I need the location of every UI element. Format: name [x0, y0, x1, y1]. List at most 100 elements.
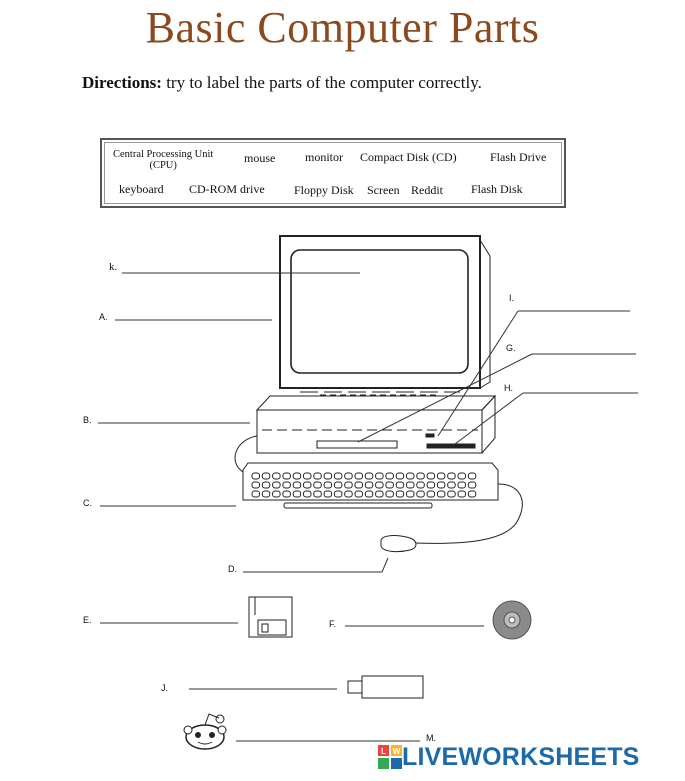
keyboard-key — [303, 490, 312, 498]
keyboard-key — [385, 472, 394, 480]
keyboard-key — [251, 481, 260, 489]
keyboard-key — [272, 472, 281, 480]
keyboard-key — [416, 490, 425, 498]
word-bank-cpu-line2: (CPU) — [149, 160, 177, 171]
logo-letter-w: W — [393, 747, 401, 756]
keyboard-key — [323, 472, 333, 480]
keyboard-key — [426, 481, 436, 489]
word-bank-screen: Screen — [367, 183, 400, 197]
keyboard-key — [375, 481, 384, 489]
keyboard-key — [282, 481, 291, 489]
keyboard-key — [292, 481, 302, 489]
word-bank-mouse: mouse — [244, 151, 276, 165]
answer-lines — [98, 272, 638, 742]
keyboard-key — [426, 490, 436, 498]
keyboard-key — [292, 472, 302, 480]
flash-drive-drawing — [347, 675, 424, 699]
label-e: E. — [83, 615, 92, 625]
keyboard-key — [385, 490, 394, 498]
label-m: M. — [426, 733, 436, 743]
keyboard-key — [344, 472, 353, 480]
keyboard-drawing — [234, 435, 499, 509]
keyboard-key — [333, 481, 343, 489]
keyboard-key — [457, 472, 466, 480]
keyboard-key — [467, 472, 477, 480]
liveworksheets-logo: L W LIVEWORKSHEETS — [378, 742, 640, 772]
logo-letter-l: L — [381, 747, 386, 756]
word-bank-cpu-line1: Central Processing Unit — [113, 149, 214, 160]
keyboard-key — [467, 481, 477, 489]
keyboard-key — [395, 481, 405, 489]
keyboard-key — [436, 472, 446, 480]
word-bank-cpu: Central Processing Unit (CPU) — [113, 149, 213, 171]
keyboard-key — [261, 472, 271, 480]
keyboard-key — [323, 481, 333, 489]
keyboard-key — [436, 481, 446, 489]
label-j: J. — [161, 683, 169, 693]
label-c: C. — [83, 498, 92, 508]
keyboard-key — [292, 490, 302, 498]
liveworksheets-brand: LIVEWORKSHEETS — [402, 742, 640, 771]
keyboard-key — [395, 472, 405, 480]
keyboard-key — [272, 481, 281, 489]
keyboard-key — [313, 490, 322, 498]
keyboard-key — [375, 490, 384, 498]
keyboard-key — [406, 490, 415, 498]
label-k: k. — [109, 261, 118, 273]
keyboard-key — [395, 490, 405, 498]
keyboard-key — [364, 472, 374, 480]
keyboard-key — [251, 472, 260, 480]
word-bank: Central Processing Unit (CPU) mouse moni… — [100, 138, 566, 208]
word-bank-cd: Compact Disk (CD) — [360, 150, 457, 164]
keyboard-key — [426, 472, 436, 480]
keyboard-key — [313, 472, 322, 480]
directions-label: Directions: — [82, 73, 162, 92]
word-bank-cdrom: CD-ROM drive — [189, 182, 265, 196]
keyboard-key — [303, 481, 312, 489]
label-h: H. — [504, 383, 513, 393]
keyboard-key — [313, 481, 322, 489]
keyboard-key — [385, 481, 394, 489]
keyboard-key — [354, 472, 363, 480]
keyboard-key — [406, 472, 415, 480]
keyboard-key — [323, 490, 333, 498]
keyboard-key — [261, 481, 271, 489]
cpu-drawing — [255, 394, 497, 454]
label-f: F. — [329, 619, 337, 629]
page-title: Basic Computer Parts — [145, 3, 540, 52]
label-a: A. — [99, 312, 108, 322]
word-bank-monitor: monitor — [305, 150, 343, 164]
floppy-disk-drawing — [248, 596, 293, 638]
keyboard-key — [447, 490, 456, 498]
keyboard-key — [282, 490, 291, 498]
keyboard-key — [467, 490, 477, 498]
reddit-logo — [183, 713, 227, 750]
cd-drawing — [492, 600, 532, 640]
word-bank-keyboard: keyboard — [119, 182, 164, 196]
keyboard-key — [333, 490, 343, 498]
mouse-drawing — [380, 483, 523, 553]
label-d: D. — [228, 564, 237, 574]
label-g: G. — [506, 343, 516, 353]
keyboard-key — [447, 481, 456, 489]
directions-text: try to label the parts of the computer c… — [161, 73, 482, 92]
keyboard-key — [406, 481, 415, 489]
label-b: B. — [83, 415, 92, 425]
keyboard-key — [272, 490, 281, 498]
label-i: I. — [509, 293, 515, 303]
directions: Directions: try to label the parts of th… — [82, 73, 482, 93]
word-bank-flash-drive: Flash Drive — [490, 150, 547, 164]
keyboard-key — [354, 481, 363, 489]
keyboard-key — [364, 481, 374, 489]
keyboard-key — [303, 472, 312, 480]
liveworksheets-icon: L W — [378, 745, 402, 769]
keyboard-key — [282, 472, 291, 480]
keyboard-key — [436, 490, 446, 498]
keyboard-key — [364, 490, 374, 498]
keyboard-key — [375, 472, 384, 480]
word-bank-reddit: Reddit — [411, 183, 443, 197]
keyboard-key — [333, 472, 343, 480]
keyboard-key — [344, 490, 353, 498]
keyboard-key — [344, 481, 353, 489]
